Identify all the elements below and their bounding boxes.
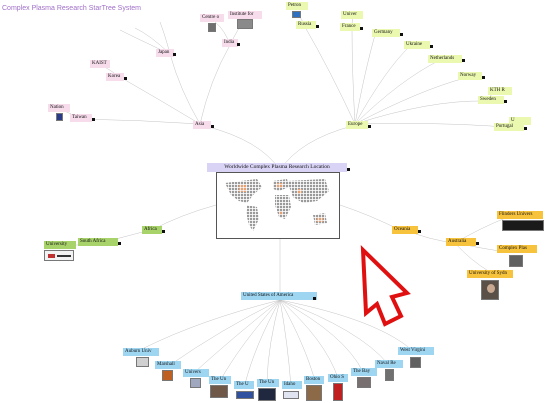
- node-ukraine[interactable]: Ukraine: [404, 41, 430, 49]
- auburn-thumbnail[interactable]: [136, 357, 149, 367]
- node-sydney[interactable]: University of Sydn: [467, 270, 513, 278]
- node-ohio[interactable]: Ohio S: [328, 374, 348, 382]
- world-map-panel[interactable]: [216, 172, 340, 239]
- region-oceania[interactable]: Oceania: [392, 226, 418, 234]
- node-netherlands-handle[interactable]: [462, 59, 465, 62]
- node-france[interactable]: France: [340, 23, 360, 31]
- university-logo-icon: [48, 254, 55, 258]
- node-portugal-handle[interactable]: [524, 127, 527, 130]
- region-usa[interactable]: United States of America: [241, 292, 317, 300]
- root-node[interactable]: Worldwide Complex Plasma Research Locati…: [207, 163, 347, 172]
- node-ukraine-handle[interactable]: [430, 45, 433, 48]
- the-un-1-thumbnail[interactable]: [210, 385, 228, 398]
- node-west-virginia[interactable]: West Virgini: [398, 347, 434, 355]
- node-kaist[interactable]: KAIST: [90, 60, 110, 68]
- node-petron[interactable]: Petron: [286, 2, 308, 10]
- node-marshall[interactable]: Marshall: [155, 361, 181, 369]
- boston-thumbnail[interactable]: [306, 385, 322, 401]
- institute-thumbnail[interactable]: [237, 19, 253, 29]
- node-india[interactable]: India: [222, 39, 238, 47]
- node-norway[interactable]: Norway: [458, 72, 482, 80]
- node-kth[interactable]: KTH R: [488, 87, 512, 95]
- node-u[interactable]: U: [509, 117, 531, 125]
- idaho-thumbnail[interactable]: [283, 391, 299, 399]
- node-norway-handle[interactable]: [482, 76, 485, 79]
- app-title: Complex Plasma Research StarTree System: [2, 5, 142, 12]
- region-oceania-handle[interactable]: [418, 230, 421, 233]
- node-boston[interactable]: Boston: [304, 376, 324, 384]
- node-university-africa[interactable]: University: [44, 241, 76, 249]
- node-russia-handle[interactable]: [316, 25, 319, 28]
- node-the-un-2[interactable]: The Un: [257, 379, 279, 387]
- node-complex-plas[interactable]: Complex Plas: [497, 245, 537, 253]
- ohio-thumbnail[interactable]: [333, 383, 343, 401]
- region-asia[interactable]: Asia: [193, 121, 211, 129]
- node-naval[interactable]: Naval Re: [375, 360, 403, 368]
- node-centre[interactable]: Centre o: [200, 14, 224, 22]
- node-auburn[interactable]: Auburn Univ: [123, 348, 159, 356]
- node-netherlands[interactable]: Netherlands: [428, 55, 462, 63]
- flinders-thumbnail[interactable]: [502, 220, 544, 231]
- node-institute[interactable]: Institute for: [228, 11, 262, 19]
- univers-us-thumbnail[interactable]: [190, 378, 201, 388]
- node-the-un-1[interactable]: The Un: [209, 376, 231, 384]
- complex-plas-thumbnail[interactable]: [509, 255, 523, 267]
- node-flinders[interactable]: Flinders Univers: [497, 211, 543, 219]
- node-taiwan-handle[interactable]: [92, 118, 95, 121]
- node-the-u[interactable]: The U: [234, 381, 254, 389]
- person-photo-icon: [487, 284, 495, 293]
- sydney-thumbnail[interactable]: [481, 280, 499, 300]
- node-nation[interactable]: Nation: [48, 104, 70, 112]
- node-india-handle[interactable]: [237, 43, 240, 46]
- node-russia[interactable]: Russia: [296, 21, 316, 29]
- region-africa-handle[interactable]: [162, 230, 165, 233]
- node-korea[interactable]: Korea: [106, 73, 124, 81]
- node-japan[interactable]: Japan: [156, 49, 174, 57]
- naval-thumbnail[interactable]: [385, 369, 394, 381]
- marshall-thumbnail[interactable]: [162, 370, 173, 381]
- centre-thumbnail[interactable]: [208, 23, 216, 32]
- nation-thumbnail[interactable]: [56, 113, 63, 121]
- node-sweden[interactable]: Sweden: [478, 96, 504, 104]
- region-asia-handle[interactable]: [211, 125, 214, 128]
- node-univer[interactable]: Univer: [341, 11, 363, 19]
- region-africa[interactable]: Africa: [142, 226, 162, 234]
- node-idaho[interactable]: Idaho: [282, 381, 302, 389]
- node-australia[interactable]: Australia: [446, 238, 476, 246]
- node-australia-handle[interactable]: [476, 242, 479, 245]
- west-virginia-thumbnail[interactable]: [410, 357, 421, 368]
- the-bay-thumbnail[interactable]: [357, 377, 371, 388]
- university-africa-thumbnail[interactable]: [44, 250, 74, 261]
- node-korea-handle[interactable]: [124, 77, 127, 80]
- university-logo-text-icon: [57, 255, 71, 257]
- node-portugal[interactable]: Portugal: [494, 123, 524, 131]
- node-south-africa[interactable]: South Africa: [78, 238, 118, 246]
- node-germany-handle[interactable]: [400, 33, 403, 36]
- node-france-handle[interactable]: [360, 27, 363, 30]
- root-handle[interactable]: [347, 168, 350, 171]
- node-south-africa-handle[interactable]: [118, 242, 121, 245]
- petron-thumbnail[interactable]: [292, 11, 301, 18]
- node-germany[interactable]: Germany: [372, 29, 400, 37]
- node-japan-handle[interactable]: [173, 53, 176, 56]
- region-usa-handle[interactable]: [313, 297, 316, 300]
- node-univers-us[interactable]: Univers: [183, 369, 209, 377]
- region-europe[interactable]: Europe: [346, 121, 368, 129]
- node-taiwan[interactable]: Taiwan: [70, 114, 92, 122]
- the-u-thumbnail[interactable]: [236, 391, 254, 399]
- node-the-bay[interactable]: The Bay: [351, 368, 377, 376]
- the-un-2-thumbnail[interactable]: [258, 388, 276, 401]
- world-map: [225, 179, 329, 231]
- node-sweden-handle[interactable]: [504, 100, 507, 103]
- region-europe-handle[interactable]: [368, 125, 371, 128]
